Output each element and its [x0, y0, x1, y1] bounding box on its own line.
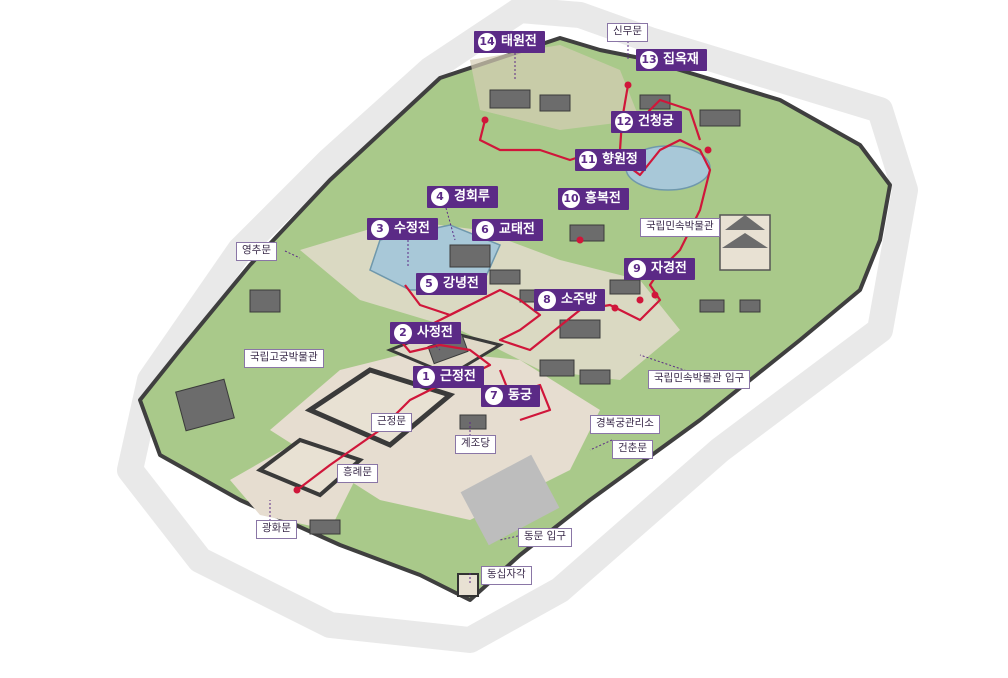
site-name: 사정전 — [417, 325, 453, 340]
route-point — [636, 296, 644, 304]
site-label-donggung[interactable]: 7 동궁 — [481, 385, 540, 407]
parking-lot — [460, 454, 560, 546]
leader-line — [445, 207, 456, 241]
building — [609, 279, 641, 295]
building — [569, 224, 605, 242]
building — [459, 414, 487, 430]
building — [539, 94, 571, 112]
site-name: 집옥재 — [663, 52, 699, 67]
place-label-east-gate-entrance[interactable]: 동문 입구 — [518, 528, 572, 547]
leader-line — [639, 354, 691, 373]
site-label-gyotaejeon[interactable]: 6 교태전 — [472, 219, 543, 241]
building — [175, 378, 235, 432]
site-label-geunjeongjeon[interactable]: 1 근정전 — [413, 366, 484, 388]
building — [539, 359, 575, 377]
site-label-jagyeongjeon[interactable]: 9 자경전 — [624, 258, 695, 280]
building — [639, 94, 671, 110]
building — [489, 269, 521, 285]
place-label-gwanghwamun[interactable]: 광화문 — [256, 520, 297, 539]
site-name: 동궁 — [508, 388, 532, 403]
site-name: 소주방 — [561, 292, 597, 307]
site-number: 5 — [420, 275, 438, 293]
site-number: 6 — [476, 221, 494, 239]
site-name: 향원정 — [602, 152, 638, 167]
site-name: 흥복전 — [585, 191, 621, 206]
place-label-geunjeongmun[interactable]: 근정문 — [371, 413, 412, 432]
building — [449, 244, 491, 268]
site-name: 교태전 — [499, 222, 535, 237]
place-label-folk-museum[interactable]: 국립민속박물관 — [640, 218, 720, 237]
site-number: 11 — [579, 151, 597, 169]
route-point — [704, 146, 712, 154]
route-point — [576, 236, 584, 244]
site-number: 3 — [371, 220, 389, 238]
paved-area — [470, 45, 640, 130]
site-number: 12 — [615, 113, 633, 131]
place-label-sinmumun[interactable]: 신무문 — [607, 23, 648, 42]
place-label-yeongchumun[interactable]: 영추문 — [236, 242, 277, 261]
building — [489, 89, 531, 109]
route-point — [624, 81, 632, 89]
building — [309, 519, 341, 535]
site-name: 수정전 — [394, 221, 430, 236]
site-label-sujeongjeon[interactable]: 3 수정전 — [367, 218, 438, 240]
tour-route — [639, 98, 702, 141]
place-label-gyejodang[interactable]: 계조당 — [455, 435, 496, 454]
site-number: 4 — [431, 188, 449, 206]
place-label-palace-museum[interactable]: 국립고궁박물관 — [244, 349, 324, 368]
place-label-dongsipjagak[interactable]: 동십자각 — [481, 566, 532, 585]
route-point — [611, 304, 619, 312]
site-number: 1 — [417, 368, 435, 386]
building — [559, 319, 601, 339]
place-label-folk-museum-entrance[interactable]: 국립민속박물관 입구 — [648, 370, 751, 389]
leader-line — [589, 439, 613, 451]
building — [699, 109, 741, 127]
building — [699, 299, 725, 313]
site-label-gangnyeongjeon[interactable]: 5 강녕전 — [416, 273, 487, 295]
site-number: 9 — [628, 260, 646, 278]
site-label-taewonjeon[interactable]: 14 태원전 — [474, 31, 545, 53]
building — [739, 299, 761, 313]
tour-route — [404, 284, 471, 317]
leader-line — [284, 250, 301, 259]
place-label-geonchunmun[interactable]: 건춘문 — [612, 440, 653, 459]
site-name: 강녕전 — [443, 276, 479, 291]
site-name: 자경전 — [651, 261, 687, 276]
building — [249, 289, 281, 313]
dongsipjagak-building — [457, 573, 479, 597]
site-label-sajeongjeon[interactable]: 2 사정전 — [390, 322, 461, 344]
route-point — [481, 116, 489, 124]
geunjeongjeon-compound — [304, 367, 456, 448]
site-label-geoncheonggung[interactable]: 12 건청궁 — [611, 111, 682, 133]
site-label-hyangwonjeong[interactable]: 11 향원정 — [575, 149, 646, 171]
route-point — [651, 291, 659, 299]
site-name: 경회루 — [454, 189, 490, 204]
site-label-gyeonghoeru[interactable]: 4 경회루 — [427, 186, 498, 208]
site-name: 태원전 — [501, 34, 537, 49]
route-point — [293, 486, 301, 494]
site-number: 2 — [394, 324, 412, 342]
site-number: 10 — [562, 190, 580, 208]
site-name: 건청궁 — [638, 114, 674, 129]
site-number: 8 — [538, 291, 556, 309]
folk-museum-roof — [722, 215, 768, 248]
place-label-heungnyemun[interactable]: 흥례문 — [337, 464, 378, 483]
site-name: 근정전 — [440, 369, 476, 384]
place-label-management-office[interactable]: 경복궁관리소 — [590, 415, 660, 434]
site-number: 7 — [485, 387, 503, 405]
building — [579, 369, 611, 385]
site-number: 13 — [640, 51, 658, 69]
surrounding-road — [117, 0, 918, 653]
site-label-sojubang[interactable]: 8 소주방 — [534, 289, 605, 311]
site-label-heungbokjeon[interactable]: 10 흥복전 — [558, 188, 629, 210]
leader-line — [499, 535, 519, 541]
site-label-jibokjae[interactable]: 13 집옥재 — [636, 49, 707, 71]
site-number: 14 — [478, 33, 496, 51]
